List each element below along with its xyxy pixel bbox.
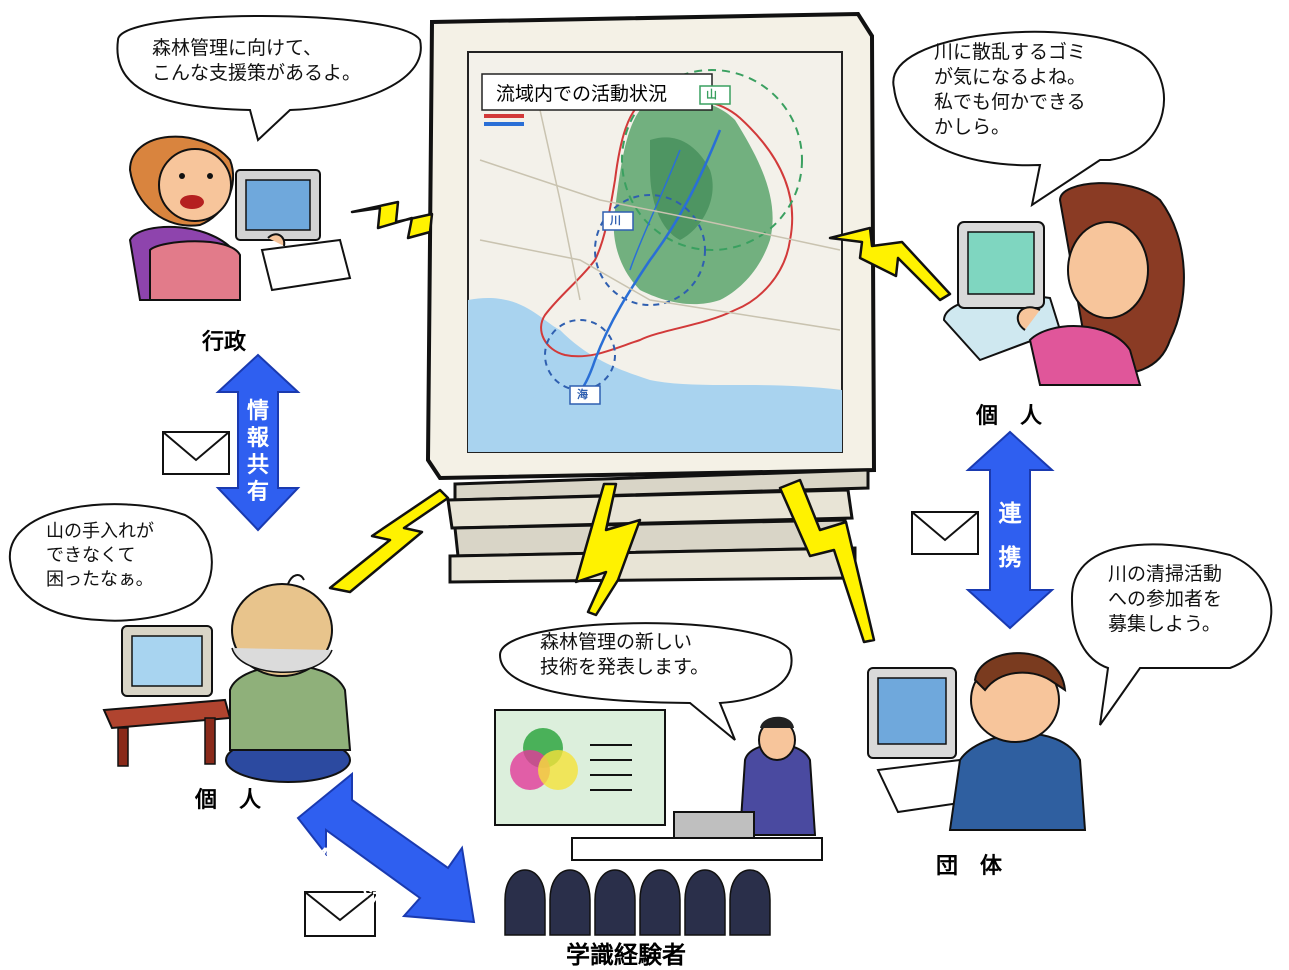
bubble-kojin-left-text: 山の手入れが できなくて 困ったなぁ。 [46,520,154,592]
map-label-sea: 海 [577,388,588,401]
bubble-kojin-right-text: 川に散乱するゴミ が気になるよね。 私でも何かできる かしら。 [934,40,1086,140]
bubble-gyosei-text: 森林管理に向けて、 こんな支援策があるよ。 [152,36,361,86]
arrow-char: 携 [998,545,1022,571]
bubble-dantai [1070,543,1273,726]
arrow-char: 有 [246,480,269,505]
lightning-icon [574,482,642,617]
arrow-char: 共 [246,453,269,478]
map-label-mountain: 山 [706,88,717,101]
bubble-gakushiki-text: 森林管理の新しい 技術を発表します。 [540,630,709,680]
actor-label-kojin-right: 個 人 [976,404,1043,429]
arrow-label-renkei: 連 携 [995,492,1025,580]
actor-label-gyosei: 行政 [202,330,247,355]
bubble-gakushiki [498,622,793,741]
bubble-line: 森林管理の新しい [540,631,693,653]
bubble-line: できなくて [46,545,136,566]
bubble-line: 困ったなぁ。 [46,569,154,590]
bubble-line: 森林管理に向けて、 [152,37,323,59]
actor-label-dantai: 団 体 [936,854,1003,879]
map-label-river: 川 [610,214,621,227]
map-title: 流域内での活動状況 [496,83,668,105]
bubble-line: 川に散乱するゴミ [934,41,1087,63]
envelope-icon [304,891,376,937]
lightning-bolts [328,200,952,644]
basin-map [467,51,843,453]
arrow-char: 報 [246,426,269,451]
bubble-line: かしら。 [934,116,1011,138]
gakushiki-illustration [494,709,823,936]
lightning-icon [828,226,952,302]
lightning-icon [328,488,450,594]
arrow-char: 情 [246,399,269,424]
bubble-line: 川の清掃活動 [1108,563,1223,585]
bubble-kojin-right [892,30,1165,208]
actor-label-gakushiki: 学識経験者 [566,941,686,969]
bubble-kojin-left [8,503,213,622]
bubble-line: 募集しよう。 [1108,613,1221,635]
arrow-info-share-diagonal [296,771,476,924]
gyosei-person-illustration [128,135,352,315]
arrow-label-info-share-vertical: 情 報 共 有 [243,398,273,506]
bubble-gyosei [116,15,422,142]
bubble-line: 山の手入れが [46,521,154,542]
kojin-left-person-illustration [102,574,352,783]
lightning-icon [778,478,876,644]
bubble-dantai-text: 川の清掃活動 への参加者を 募集しよう。 [1108,562,1222,637]
speech-bubbles [8,15,1273,741]
bubble-line: 技術を発表します。 [540,656,710,678]
envelope-icon [911,511,979,555]
bubble-line: への参加者を [1108,588,1223,610]
bubble-line: 私でも何かできる [934,91,1086,113]
dantai-person-illustration [860,652,1087,838]
bubble-line: こんな支援策があるよ。 [152,62,362,84]
kojin-right-person-illustration [930,182,1185,386]
arrow-info-share-vertical [215,353,301,532]
arrow-renkei [965,430,1055,630]
envelope-icon [162,431,230,475]
lightning-icon [350,200,434,240]
actor-label-kojin-left: 個 人 [195,788,262,813]
bubble-line: が気になるよね。 [934,66,1087,88]
arrow-char: 連 [998,501,1022,527]
